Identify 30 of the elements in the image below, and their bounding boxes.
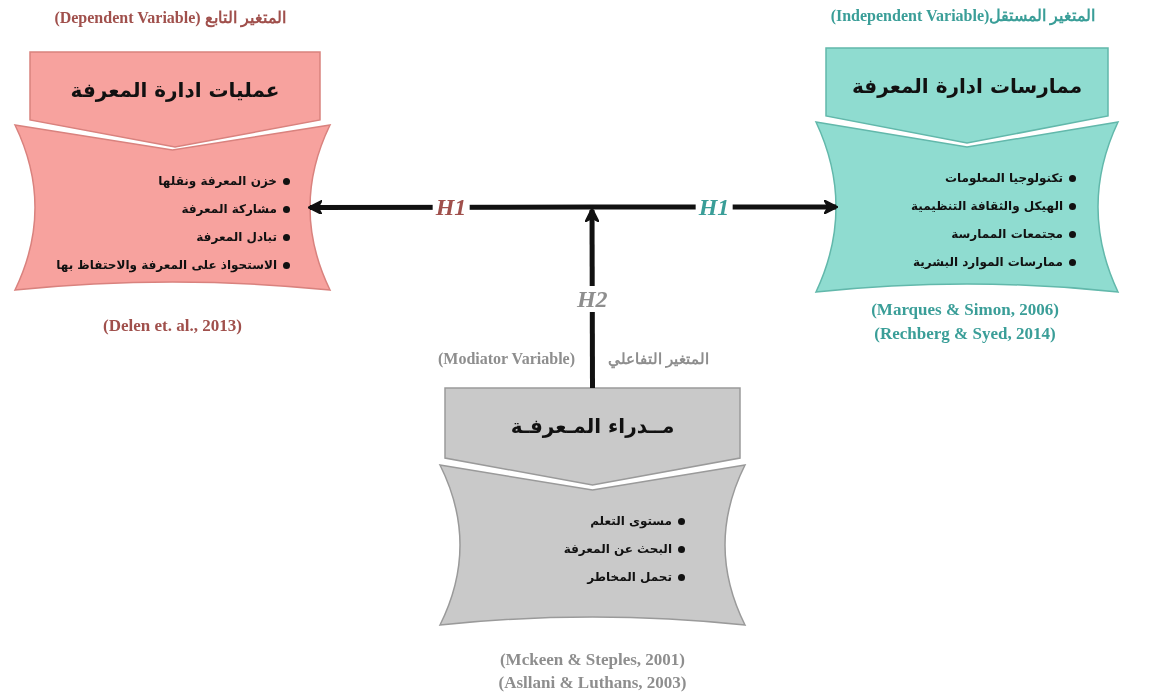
bullet-item: البحث عن المعرفة bbox=[563, 542, 672, 556]
bullet-panel bbox=[816, 122, 1118, 292]
chevron-banner bbox=[445, 388, 740, 485]
banner-title: مــدراء المـعرفـة bbox=[509, 413, 676, 438]
arrow bbox=[307, 199, 592, 216]
citation: (Rechberg & Syed, 2014) bbox=[874, 324, 1056, 344]
bullet-item: تكنولوجيا المعلومات bbox=[944, 171, 1063, 185]
citation: (Mckeen & Steples, 2001) bbox=[499, 650, 686, 670]
banner-title: ممارسات ادارة المعرفة bbox=[850, 73, 1083, 98]
bullet-item: الاستحواذ على المعرفة والاحتفاظ بها bbox=[56, 258, 277, 272]
banner-title: عمليات ادارة المعرفة bbox=[69, 77, 281, 102]
citation: (Asllani & Luthans, 2003) bbox=[498, 673, 687, 693]
variable-label: المتغير التابع (Dependent Variable) bbox=[54, 8, 286, 27]
bullet-item: تحمل المخاطر bbox=[587, 570, 672, 584]
bullet-item: مجتمعات الممارسة bbox=[951, 227, 1063, 241]
chevron-banner bbox=[30, 52, 320, 147]
bullet-item: مشاركة المعرفة bbox=[181, 202, 277, 216]
citation: (Delen et. al., 2013) bbox=[103, 316, 242, 336]
variable-label: المتغير المستقل(Independent Variable) bbox=[830, 6, 1096, 25]
citation: (Marques & Simon, 2006) bbox=[871, 300, 1059, 320]
bullet-panel bbox=[440, 465, 745, 625]
bullet-panel bbox=[15, 125, 330, 290]
variable-label: (Modiator Variable) bbox=[437, 350, 575, 368]
chevron-banner bbox=[826, 48, 1108, 143]
variable-label: المتغير التفاعلي bbox=[608, 350, 709, 368]
bullet-item: ممارسات الموارد البشرية bbox=[913, 255, 1063, 269]
bullet-item: الهيكل والثقافة التنظيمية bbox=[911, 199, 1063, 213]
bullet-item: خزن المعرفة ونقلها bbox=[158, 174, 277, 188]
bullet-item: مستوى التعلم bbox=[590, 514, 672, 528]
bullet-item: تبادل المعرفة bbox=[196, 230, 277, 244]
